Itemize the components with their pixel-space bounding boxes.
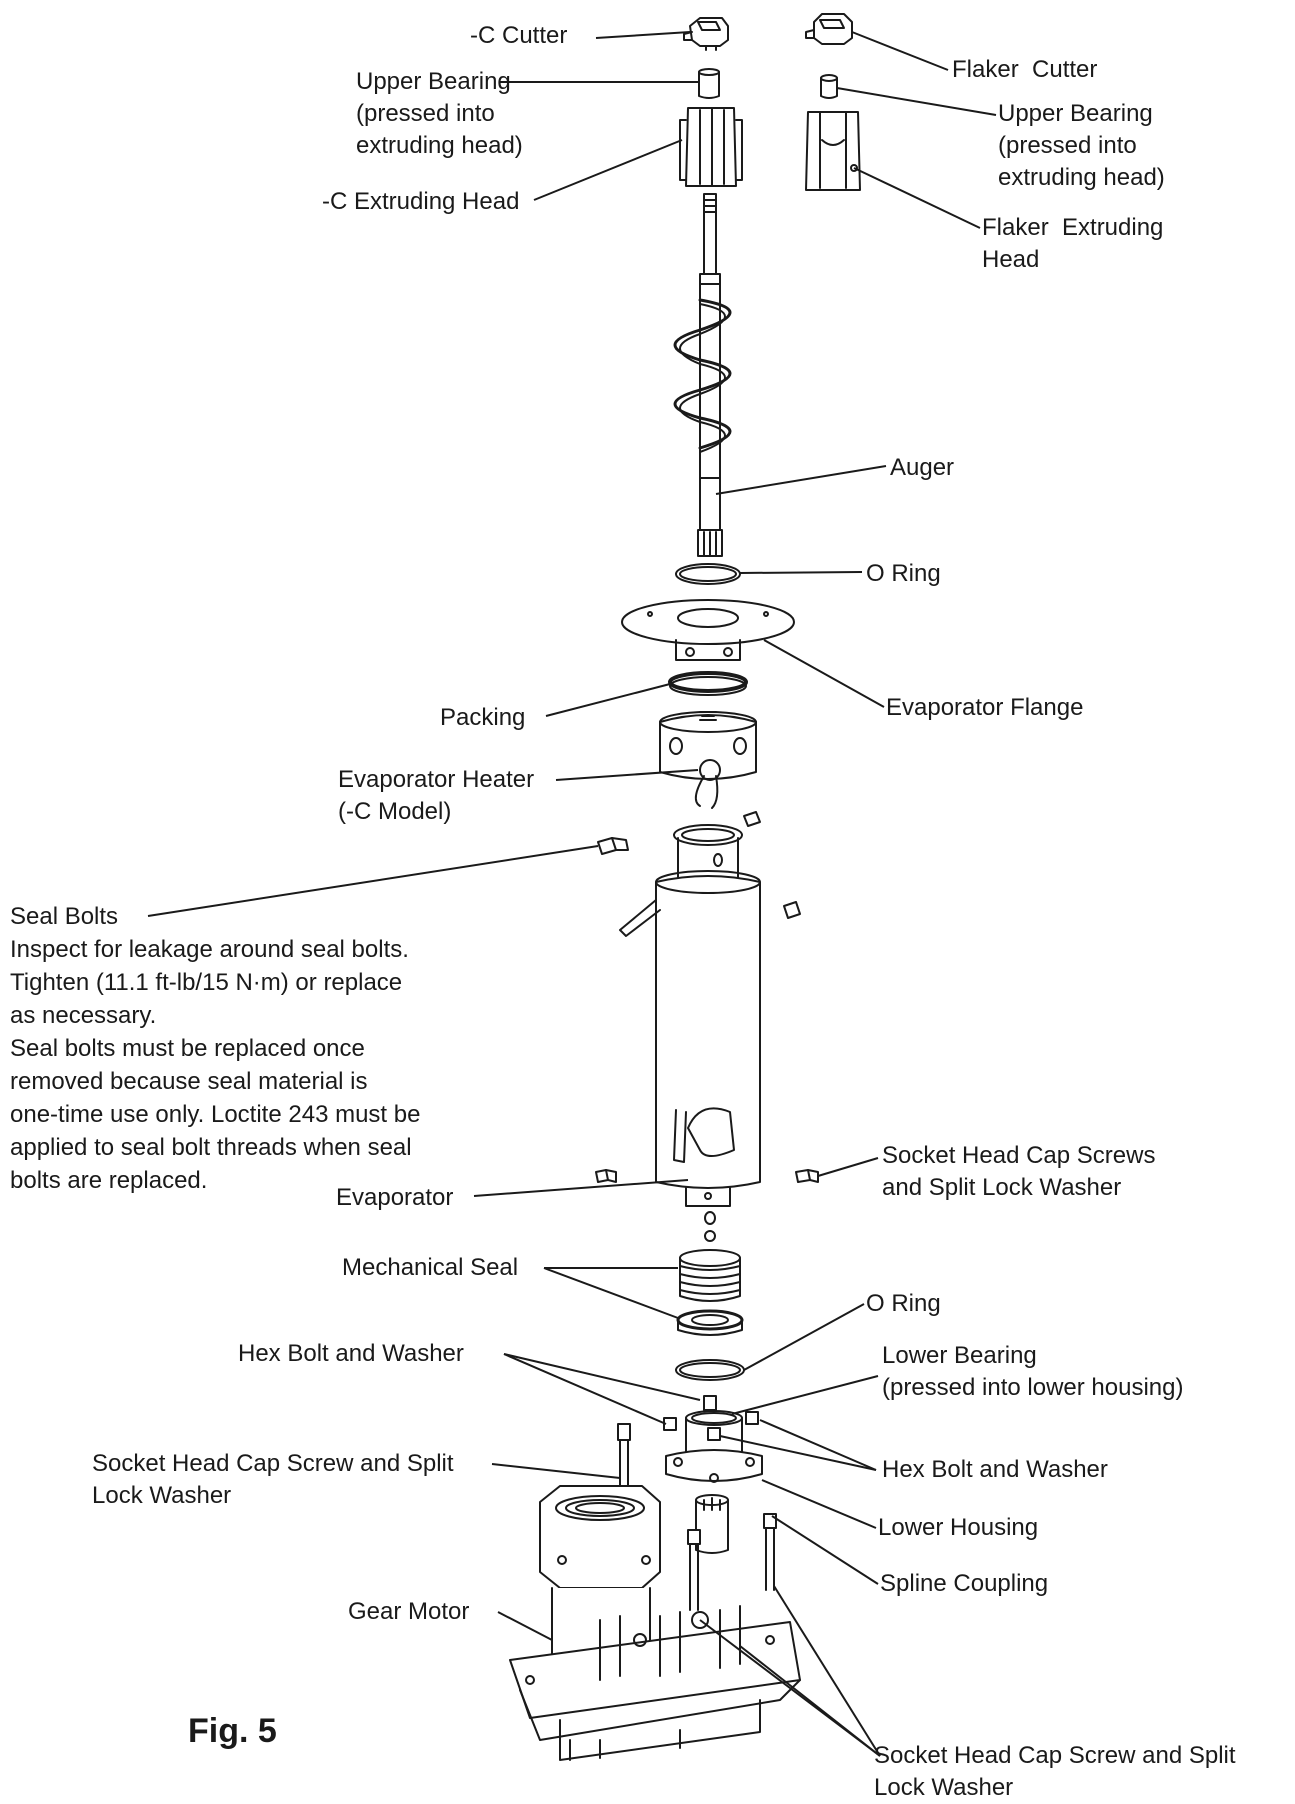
- label-mechanical-seal: Mechanical Seal: [342, 1254, 519, 1281]
- label-o-ring-top: O Ring: [866, 560, 941, 587]
- label-evaporator: Evaporator: [336, 1184, 454, 1211]
- flaker-extruding-head-part: [805, 111, 861, 191]
- seal-bolt-parts: [595, 811, 819, 1183]
- label-lower-bearing: Lower Bearing (pressed into lower housin…: [882, 1342, 1184, 1401]
- label-socket-head-cap-screws: Socket Head Cap Screws and Split Lock Wa…: [882, 1142, 1156, 1201]
- gear-motor-part: [509, 1485, 801, 1761]
- o-ring-top-part: [675, 563, 741, 585]
- label-seal-bolts: Seal Bolts Inspect for leakage around se…: [10, 903, 421, 1194]
- c-extruding-head-part: [679, 107, 743, 187]
- label-auger: Auger: [890, 454, 955, 481]
- label-gear-motor: Gear Motor: [348, 1598, 470, 1625]
- label-hex-bolt-washer-right: Hex Bolt and Washer: [882, 1456, 1108, 1483]
- label-lower-housing: Lower Housing: [878, 1514, 1039, 1541]
- label-evaporator-heater: Evaporator Heater (-C Model): [338, 766, 535, 825]
- evaporator-heater-part: [659, 711, 757, 809]
- evaporator-part: [619, 824, 761, 1207]
- label-socket-head-cap-screw-bottom: Socket Head Cap Screw and Split Lock Was…: [874, 1742, 1236, 1801]
- label-evaporator-flange: Evaporator Flange: [886, 694, 1084, 721]
- spline-coupling-part: [695, 1494, 729, 1554]
- label-spline-coupling: Spline Coupling: [880, 1570, 1049, 1597]
- leader-lines: [147, 31, 997, 1757]
- label-packing: Packing: [440, 704, 526, 731]
- c-cutter-part: [683, 17, 729, 51]
- label-flaker-extruding-head: Flaker Extruding Head: [982, 214, 1164, 273]
- label-hex-bolt-washer-top: Hex Bolt and Washer: [238, 1340, 464, 1367]
- auger-part: [673, 193, 732, 557]
- flaker-cutter-part: [805, 13, 853, 45]
- packing-part: [668, 671, 748, 696]
- label-socket-head-cap-screw-left: Socket Head Cap Screw and Split Lock Was…: [92, 1450, 454, 1509]
- upper-bearing-right-part: [820, 74, 838, 99]
- upper-bearing-left-part: [698, 68, 720, 99]
- label-upper-bearing-left: Upper Bearing (pressed into extruding he…: [356, 68, 523, 159]
- lower-housing-part: [665, 1410, 763, 1483]
- label-o-ring-bottom: O Ring: [866, 1290, 941, 1317]
- label-c-extruding-head: -C Extruding Head: [322, 188, 520, 215]
- label-c-cutter: -C Cutter: [470, 22, 568, 49]
- mechanical-seal-part: [676, 1249, 744, 1336]
- figure-caption: Fig. 5: [188, 1712, 277, 1750]
- label-flaker-cutter: Flaker Cutter: [952, 56, 1098, 83]
- label-upper-bearing-right: Upper Bearing (pressed into extruding he…: [998, 100, 1165, 191]
- evaporator-flange-part: [621, 599, 795, 661]
